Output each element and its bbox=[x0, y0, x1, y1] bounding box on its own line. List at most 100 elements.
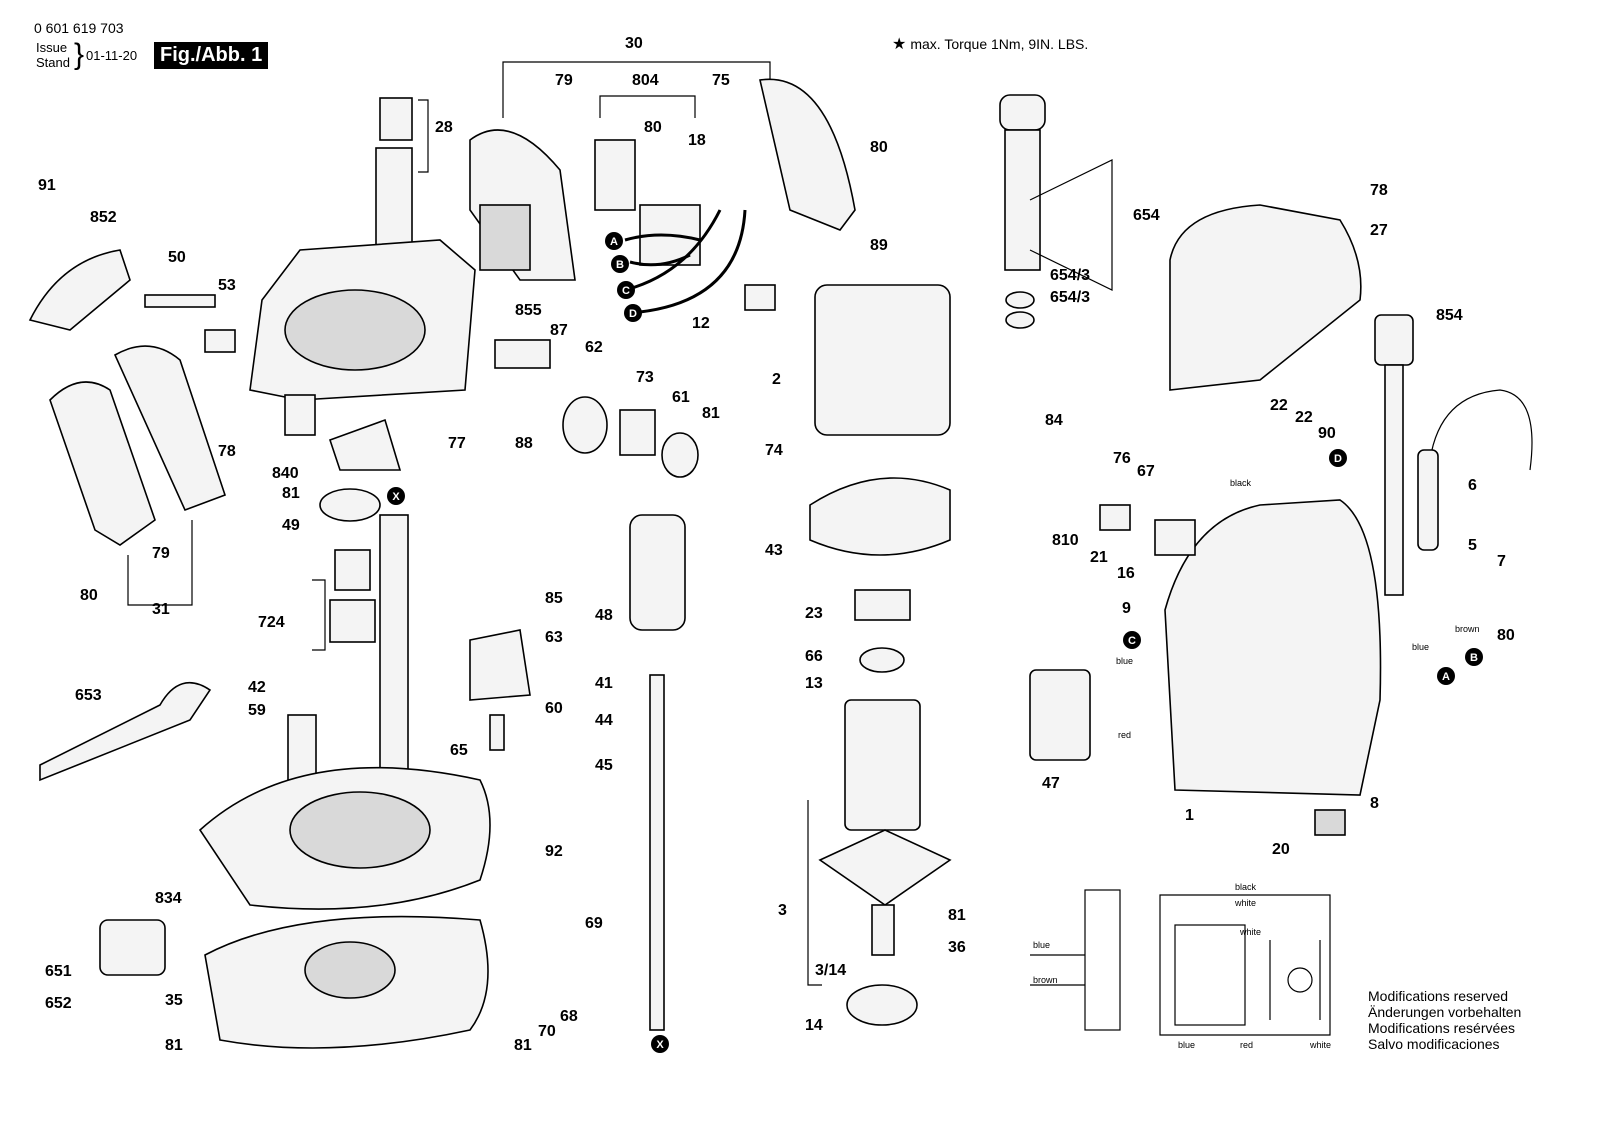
sub-base-opening bbox=[304, 941, 396, 999]
callout-855: 855 bbox=[515, 302, 542, 319]
wire-label-red: red bbox=[1118, 730, 1131, 740]
callout-14: 14 bbox=[805, 1017, 823, 1034]
callout-852: 852 bbox=[90, 209, 117, 226]
callout-652: 652 bbox=[45, 995, 72, 1012]
modifications-fr: Modifications resérvées bbox=[1368, 1020, 1516, 1036]
callout-60: 60 bbox=[545, 700, 563, 717]
callout-810: 810 bbox=[1052, 532, 1079, 549]
callout-77: 77 bbox=[448, 435, 466, 452]
gear-62 bbox=[562, 396, 608, 454]
brush-holder-12 bbox=[744, 284, 776, 311]
handle-cover-grip bbox=[479, 204, 531, 271]
callout-6: 6 bbox=[1468, 477, 1477, 494]
connector-b-1: B bbox=[611, 255, 629, 273]
fan-guide-43 bbox=[809, 477, 951, 556]
callout-9: 9 bbox=[1122, 600, 1131, 617]
callout-3-14: 3/14 bbox=[815, 962, 846, 979]
callout-43: 43 bbox=[765, 542, 783, 559]
armature-3 bbox=[844, 699, 921, 831]
callout-81: 81 bbox=[514, 1037, 532, 1054]
callout-81: 81 bbox=[948, 907, 966, 924]
callout-84: 84 bbox=[1045, 412, 1063, 429]
connector-label: C bbox=[1128, 635, 1136, 647]
callout-41: 41 bbox=[595, 675, 613, 692]
callout-31: 31 bbox=[152, 601, 170, 618]
callout-76: 76 bbox=[1113, 450, 1131, 467]
callout-653: 653 bbox=[75, 687, 102, 704]
base-plate-opening bbox=[289, 791, 431, 869]
callout-62: 62 bbox=[585, 339, 603, 356]
tube-28-lower bbox=[375, 147, 413, 259]
issue-label-en: Issue bbox=[36, 40, 68, 55]
callout-840: 840 bbox=[272, 465, 299, 482]
wire-c bbox=[631, 209, 722, 290]
callout-81: 81 bbox=[282, 485, 300, 502]
connector-label: A bbox=[1442, 671, 1450, 683]
modifications-en: Modifications reserved bbox=[1368, 988, 1509, 1004]
callout-63: 63 bbox=[545, 629, 563, 646]
depth-stop-651 bbox=[99, 919, 166, 976]
schematic-label-white: white bbox=[1239, 927, 1261, 937]
callout-23: 23 bbox=[805, 605, 823, 622]
connector-c-1: C bbox=[617, 281, 635, 299]
callout-44: 44 bbox=[595, 712, 613, 729]
connector-x-2: X bbox=[651, 1035, 669, 1053]
bearing-23 bbox=[854, 589, 911, 621]
callout-75: 75 bbox=[712, 72, 730, 89]
callout-81: 81 bbox=[165, 1037, 183, 1054]
callout-74: 74 bbox=[765, 442, 783, 459]
callout-85: 85 bbox=[545, 590, 563, 607]
handle-cover-75 bbox=[759, 78, 856, 231]
callout-804: 804 bbox=[632, 72, 659, 89]
callout-3: 3 bbox=[778, 902, 787, 919]
document-number: 0 601 619 703 bbox=[34, 20, 124, 36]
brush-holder-16 bbox=[1154, 519, 1196, 556]
connector-label: X bbox=[392, 491, 400, 503]
callout-73: 73 bbox=[636, 369, 654, 386]
callout-78: 78 bbox=[1370, 182, 1388, 199]
bracket-28 bbox=[418, 99, 429, 173]
lock-pin-50 bbox=[144, 294, 216, 308]
bearing-13 bbox=[859, 647, 905, 673]
guide-rod-upper bbox=[379, 514, 409, 786]
callout-724: 724 bbox=[258, 614, 285, 631]
callout-70: 70 bbox=[538, 1023, 556, 1040]
callout-654: 654 bbox=[1133, 207, 1160, 224]
callout-47: 47 bbox=[1042, 775, 1060, 792]
callout-16: 16 bbox=[1117, 565, 1135, 582]
connector-a-1: A bbox=[605, 232, 623, 250]
callout-48: 48 bbox=[595, 607, 613, 624]
torque-note-text: max. Torque 1Nm, 9IN. LBS. bbox=[910, 36, 1089, 52]
cord-sleeve-6 bbox=[1417, 449, 1439, 551]
part-73 bbox=[619, 409, 656, 456]
callout-59: 59 bbox=[248, 702, 266, 719]
callout-67: 67 bbox=[1137, 463, 1155, 480]
callout-1: 1 bbox=[1185, 807, 1194, 824]
armature-shaft bbox=[871, 904, 895, 956]
connector-label: A bbox=[610, 236, 618, 248]
threaded-rod-45 bbox=[649, 674, 665, 1031]
connector-label: B bbox=[616, 259, 624, 271]
bracket-724 bbox=[312, 579, 326, 651]
schematic-label-red: red bbox=[1240, 1040, 1253, 1050]
wrench-653 bbox=[39, 681, 212, 782]
callout-87: 87 bbox=[550, 322, 568, 339]
issue-date: 01-11-20 bbox=[86, 48, 138, 63]
callout-18: 18 bbox=[688, 132, 706, 149]
callout-2: 2 bbox=[772, 371, 781, 388]
modifications-es: Salvo modificaciones bbox=[1368, 1036, 1500, 1052]
callout-654-3: 654/3 bbox=[1050, 267, 1090, 284]
callout-65: 65 bbox=[450, 742, 468, 759]
brace-glyph: } bbox=[74, 38, 85, 71]
connector-d-2: D bbox=[1329, 449, 1347, 467]
callout-12: 12 bbox=[692, 315, 710, 332]
connector-label: D bbox=[1334, 453, 1342, 465]
callout-88: 88 bbox=[515, 435, 533, 452]
brush-810 bbox=[1099, 504, 1131, 531]
clamp-840 bbox=[328, 418, 402, 471]
callout-22: 22 bbox=[1295, 409, 1313, 426]
connector-d-1: D bbox=[624, 304, 642, 322]
connector-label: B bbox=[1470, 652, 1478, 664]
callout-66: 66 bbox=[805, 648, 823, 665]
